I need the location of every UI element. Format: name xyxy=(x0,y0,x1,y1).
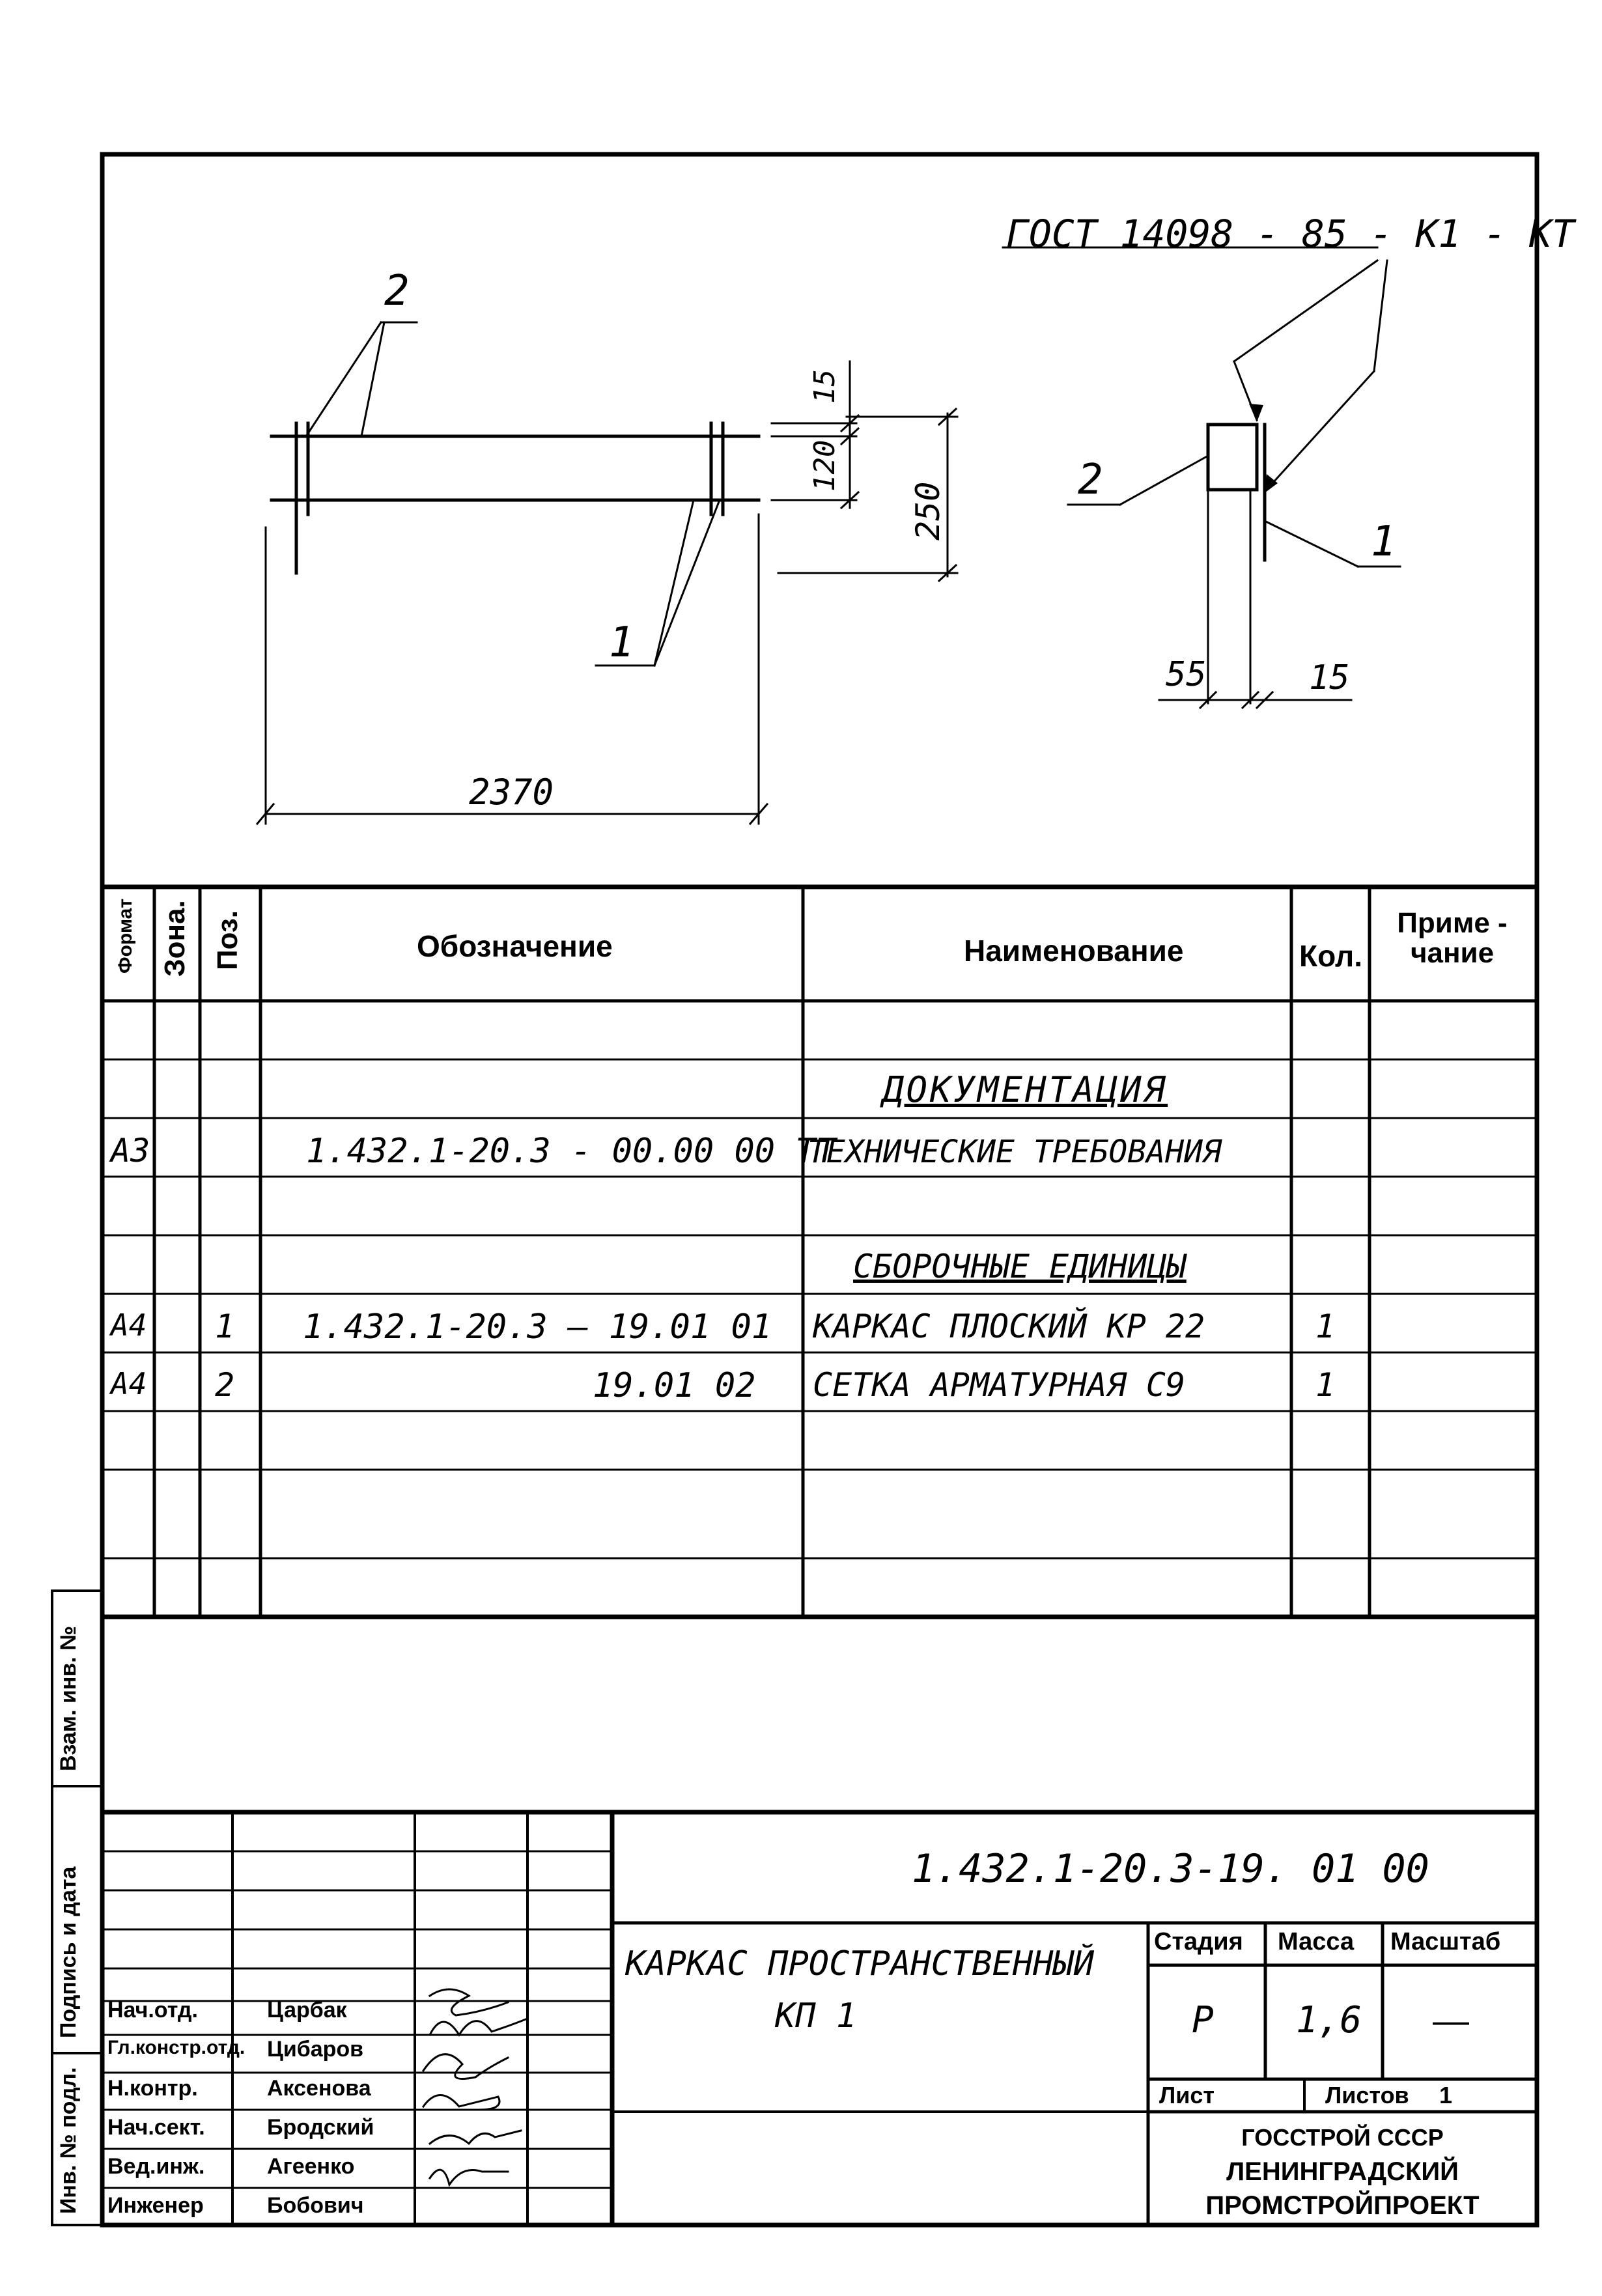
signatures xyxy=(421,1988,529,2187)
header-quantity: Кол. xyxy=(1299,939,1363,973)
signer-role-4: Нач.сект. xyxy=(107,2115,205,2140)
drawing-title-line2: КП 1 xyxy=(775,1996,857,2036)
signer-name-6: Бобович xyxy=(267,2193,364,2218)
position-label-1-front: 1 xyxy=(609,619,634,667)
row2-position: 2 xyxy=(215,1366,235,1404)
row2-name: СЕТКА АРМАТУРНАЯ С9 xyxy=(813,1366,1185,1404)
sheets-label: Листов xyxy=(1325,2082,1409,2108)
header-position: Поз. xyxy=(212,910,244,970)
signer-role-2: Гл.констр.отд. xyxy=(107,2037,246,2058)
signer-name-4: Бродский xyxy=(267,2115,374,2140)
signer-name-2: Цибаров xyxy=(267,2037,364,2062)
dimension-length: 2370 xyxy=(469,772,554,813)
gost-note: ГОСТ 14098 - 85 - К1 - КТ xyxy=(1006,212,1575,256)
signer-role-5: Вед.инж. xyxy=(107,2154,205,2179)
stage-value: Р xyxy=(1192,1999,1214,2041)
row2-quantity: 1 xyxy=(1315,1366,1336,1404)
row2-designation: 19.01 02 xyxy=(593,1366,756,1405)
position-label-2-section: 2 xyxy=(1078,456,1103,504)
signer-role-6: Инженер xyxy=(107,2193,204,2218)
signer-name-3: Аксенова xyxy=(267,2076,371,2101)
header-name: Наименование xyxy=(964,934,1184,968)
dimension-15-top: 15 xyxy=(808,369,841,404)
row1-quantity: 1 xyxy=(1315,1308,1336,1345)
row1-position: 1 xyxy=(215,1308,235,1345)
signer-role-1: Нач.отд. xyxy=(107,1998,198,2023)
row2-format: А4 xyxy=(111,1366,147,1401)
sheets-value: 1 xyxy=(1439,2082,1453,2108)
cage-front-view xyxy=(270,421,761,575)
row-docs-name: ТЕХНИЧЕСКИЕ ТРЕБОВАНИЯ xyxy=(808,1134,1222,1170)
mass-label: Масса xyxy=(1278,1928,1355,1955)
dimension-120: 120 xyxy=(808,440,841,492)
stamp-podpis-data: Подпись и дата xyxy=(56,1866,81,2038)
signer-name-1: Царбак xyxy=(267,1998,347,2023)
org-line1: ГОССТРОЙ СССР xyxy=(1241,2124,1444,2151)
position-label-2-front: 2 xyxy=(384,267,410,315)
sheet-frame xyxy=(100,152,1539,2228)
sheet-label: Лист xyxy=(1159,2082,1215,2108)
org-line2: ЛЕНИНГРАДСКИЙ xyxy=(1226,2157,1459,2186)
row-docs-format: А3 xyxy=(111,1132,150,1169)
document-number: 1.432.1-20.3-19. 01 00 xyxy=(912,1846,1429,1892)
position-label-1-section: 1 xyxy=(1371,518,1396,566)
dimension-250: 250 xyxy=(909,481,947,540)
header-zone: Зона. xyxy=(159,900,191,977)
header-designation: Обозначение xyxy=(417,929,613,963)
row1-designation: 1.432.1-20.3 – 19.01 01 xyxy=(303,1308,772,1347)
stamp-vzam-inv: Взам. инв. № xyxy=(56,1625,81,1771)
header-note: Приме - чание xyxy=(1397,907,1508,970)
section-assembly-units: СБОРОЧНЫЕ ЕДИНИЦЫ xyxy=(853,1248,1187,1285)
scale-label: Масштаб xyxy=(1390,1928,1501,1955)
mass-value: 1,6 xyxy=(1296,1999,1362,2041)
dimension-15-bottom: 15 xyxy=(1309,658,1350,697)
row1-format: А4 xyxy=(111,1308,147,1343)
row1-name: КАРКАС ПЛОСКИЙ КР 22 xyxy=(813,1308,1205,1345)
dimension-55: 55 xyxy=(1166,655,1207,694)
org-line3: ПРОМСТРОЙПРОЕКТ xyxy=(1205,2191,1480,2220)
header-format: Формат xyxy=(115,898,136,973)
stage-label: Стадия xyxy=(1154,1928,1243,1955)
scale-value: — xyxy=(1433,2000,1469,2041)
signer-name-5: Агеенко xyxy=(267,2154,355,2179)
cage-section-view xyxy=(1206,423,1267,705)
signer-role-3: Н.контр. xyxy=(107,2076,198,2101)
section-documentation: ДОКУМЕНТАЦИЯ xyxy=(882,1069,1168,1110)
row-docs-designation: 1.432.1-20.3 - 00.00 00 ТТ xyxy=(306,1132,836,1171)
stamp-inv-podl: Инв. № подл. xyxy=(56,2067,81,2214)
drawing-title-line1: КАРКАС ПРОСТРАНСТВЕННЫЙ xyxy=(625,1944,1095,1983)
